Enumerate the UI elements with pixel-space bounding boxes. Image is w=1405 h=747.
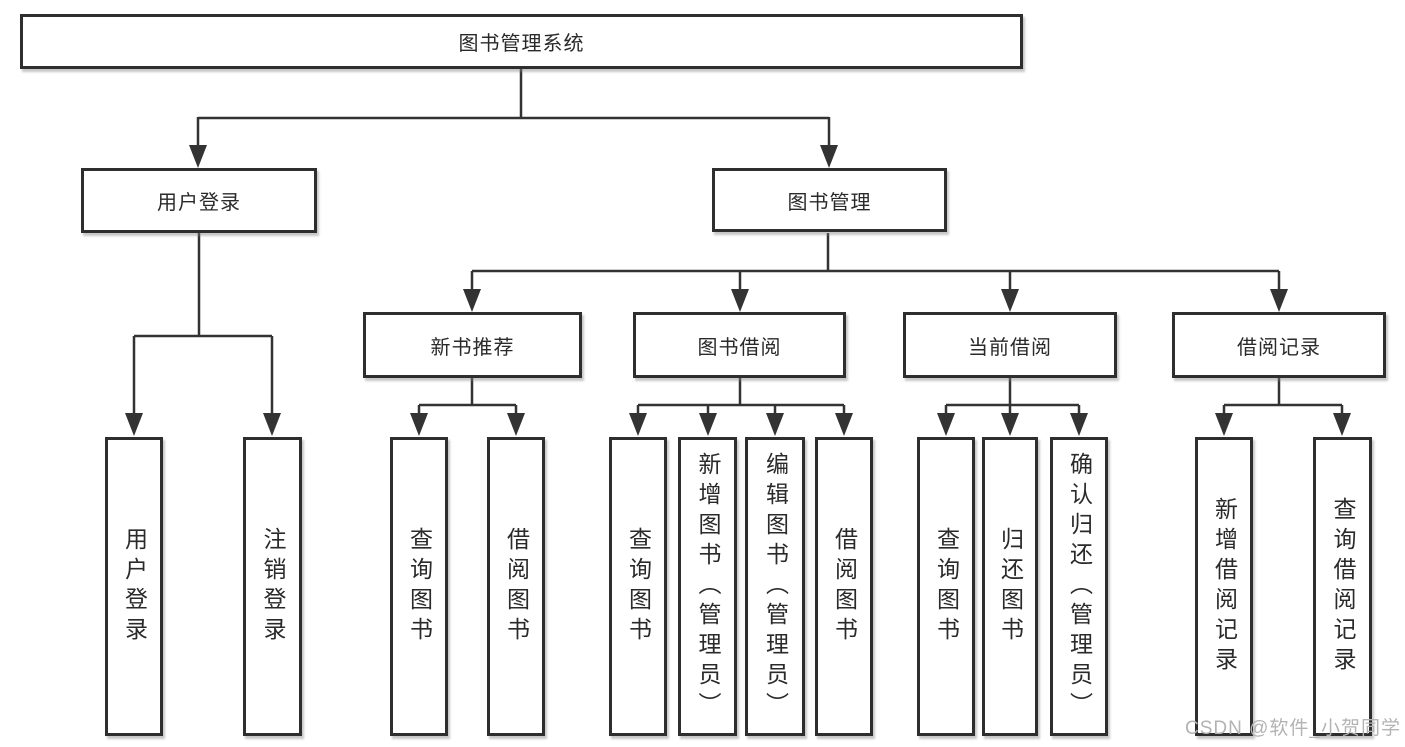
arrowheads xyxy=(125,145,1351,436)
leaf-bb-edit-book-admin-label: 编辑图书（管理员） xyxy=(762,451,789,722)
leaf-nbr-query-books-label: 查询图书 xyxy=(406,526,433,647)
leaf-bb-add-book-admin-label: 新增图书（管理员） xyxy=(695,451,721,722)
leaf-br-add-record-label: 新增借阅记录 xyxy=(1211,496,1238,677)
node-book-borrowing: 图书借阅 xyxy=(633,312,846,378)
node-borrowing-records: 借阅记录 xyxy=(1172,312,1386,378)
leaf-user-login: 用户登录 xyxy=(105,437,163,736)
node-root: 图书管理系统 xyxy=(20,14,1023,69)
leaf-nbr-query-books: 查询图书 xyxy=(390,437,448,736)
node-book-management: 图书管理 xyxy=(712,168,947,232)
leaf-bb-borrow-book: 借阅图书 xyxy=(815,437,873,736)
leaf-nbr-borrow-book-label: 借阅图书 xyxy=(503,526,530,647)
leaf-user-login-label: 用户登录 xyxy=(121,526,148,647)
node-borrowing-records-label: 借阅记录 xyxy=(1237,336,1321,359)
leaf-cb-confirm-return-admin-label: 确认归还（管理员） xyxy=(1066,451,1093,722)
node-book-management-label: 图书管理 xyxy=(787,191,872,214)
node-book-borrowing-label: 图书借阅 xyxy=(697,336,782,359)
leaf-bb-borrow-book-label: 借阅图书 xyxy=(831,526,858,647)
leaf-bb-query-books-label: 查询图书 xyxy=(625,526,652,647)
node-current-borrowing: 当前借阅 xyxy=(903,312,1117,378)
leaf-cb-query-books: 查询图书 xyxy=(917,437,975,736)
leaf-br-query-record-label: 查询借阅记录 xyxy=(1330,496,1356,677)
leaf-br-query-record: 查询借阅记录 xyxy=(1313,437,1372,736)
node-current-borrowing-label: 当前借阅 xyxy=(968,336,1052,359)
watermark: CSDN @软件_小贺同学 xyxy=(1185,718,1401,739)
node-root-label: 图书管理系统 xyxy=(458,33,585,55)
leaf-bb-add-book-admin: 新增图书（管理员） xyxy=(678,437,737,736)
leaf-cb-return-book-label: 归还图书 xyxy=(997,526,1024,647)
leaf-bb-edit-book-admin: 编辑图书（管理员） xyxy=(745,437,805,736)
node-user-login: 用户登录 xyxy=(81,168,317,233)
node-new-book-recommend-label: 新书推荐 xyxy=(430,336,515,359)
node-user-login-label: 用户登录 xyxy=(157,192,241,214)
leaf-br-add-record: 新增借阅记录 xyxy=(1195,437,1253,736)
connector-segments xyxy=(132,69,1344,418)
leaf-nbr-borrow-book: 借阅图书 xyxy=(487,437,545,736)
leaf-cb-query-books-label: 查询图书 xyxy=(933,526,960,647)
leaf-bb-query-books: 查询图书 xyxy=(609,437,667,736)
leaf-logout-label: 注销登录 xyxy=(260,526,286,647)
leaf-cb-confirm-return-admin: 确认归还（管理员） xyxy=(1050,437,1108,736)
leaf-cb-return-book: 归还图书 xyxy=(982,437,1038,736)
node-new-book-recommend: 新书推荐 xyxy=(363,312,582,378)
leaf-logout: 注销登录 xyxy=(243,437,302,736)
